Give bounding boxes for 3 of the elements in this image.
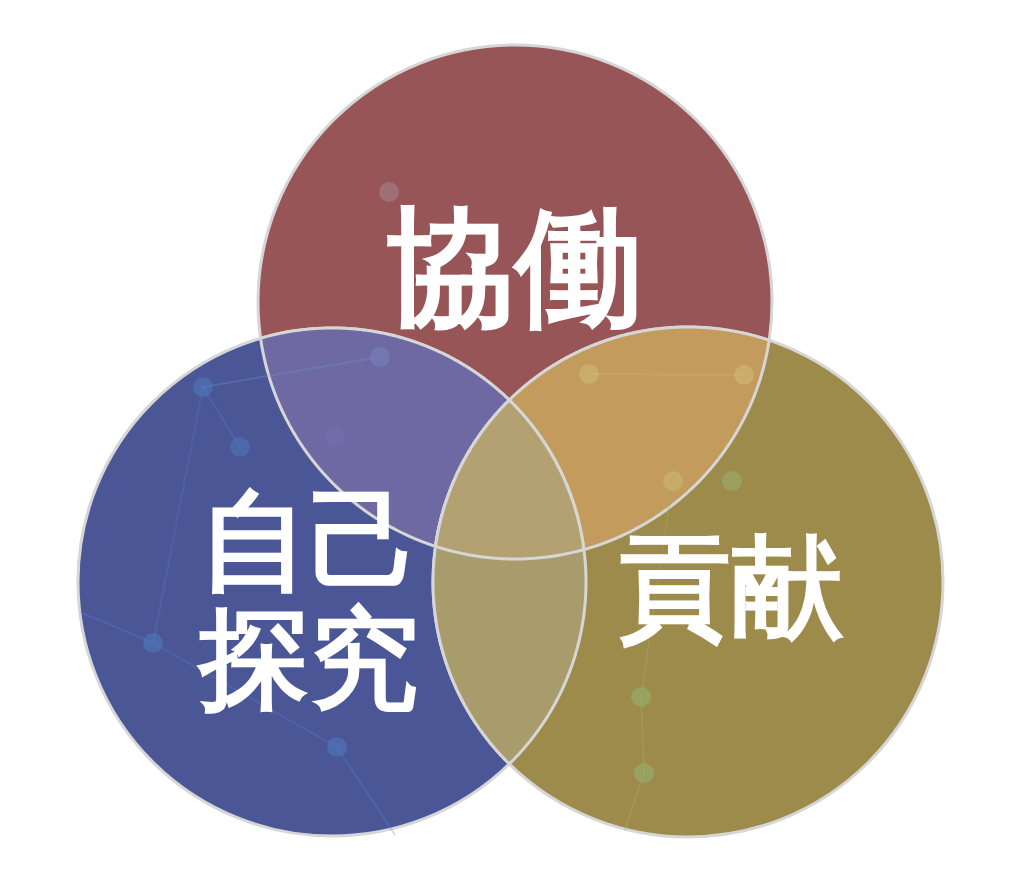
circle-label: 自己探究 xyxy=(196,483,422,719)
circle-label: 協働 xyxy=(387,197,643,339)
circle-label: 貢献 xyxy=(619,526,843,650)
